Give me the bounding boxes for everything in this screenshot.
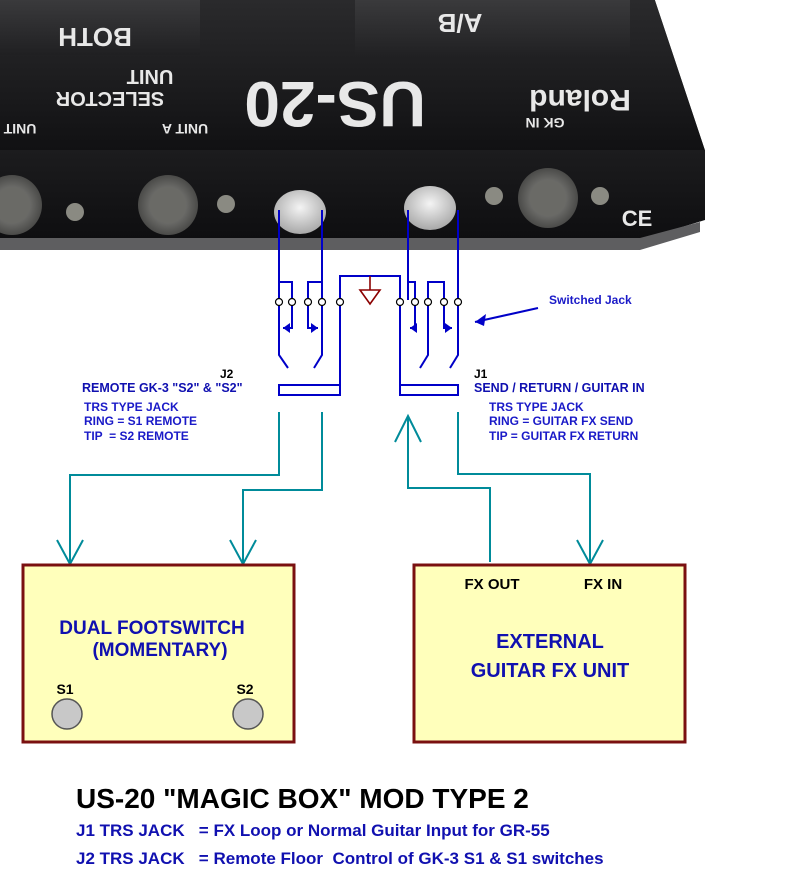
- caption-line1: J1 TRS JACK = FX Loop or Normal Guitar I…: [76, 821, 550, 840]
- s1-button: [51, 698, 83, 730]
- fx-out-to-j1-line: [407, 418, 491, 562]
- j2-id: J2: [220, 367, 234, 381]
- port-gk-in-label: GK IN: [526, 115, 565, 131]
- port-unit-a-label: UNIT A: [162, 121, 208, 137]
- s1-label: S1: [56, 681, 73, 697]
- j2-title: REMOTE GK-3 "S2" & "S2": [82, 381, 243, 395]
- fx-unit-subtitle: GUITAR FX UNIT: [471, 660, 630, 682]
- j1-line1: TRS TYPE JACK: [489, 400, 584, 414]
- din-connector-gk-in: [518, 168, 578, 228]
- din-connector-unit-b: [0, 175, 42, 235]
- fx-in-label: FX IN: [584, 576, 622, 593]
- screw-icon: [66, 203, 84, 221]
- solder-lugs: [274, 297, 463, 307]
- ce-mark: CE: [622, 206, 653, 231]
- j2-to-s2-line: [242, 412, 323, 562]
- ab-button: [355, 0, 630, 58]
- s2-button: [232, 698, 264, 730]
- j2-jack-body: [278, 384, 341, 396]
- caption-title: US-20 "MAGIC BOX" MOD TYPE 2: [76, 783, 529, 814]
- footswitch-subtitle: (MOMENTARY): [92, 640, 227, 661]
- contact-arrow-icon: [410, 323, 417, 333]
- switched-jack-label: Switched Jack: [549, 293, 632, 307]
- switched-jack-arrowhead: [475, 314, 486, 326]
- j2-line3: TIP = S2 REMOTE: [84, 429, 189, 443]
- model-label: US-20: [244, 68, 425, 140]
- j2-line1: TRS TYPE JACK: [84, 400, 179, 414]
- contact-arrow-icon: [311, 323, 318, 333]
- j1-title: SEND / RETURN / GUITAR IN: [474, 381, 645, 395]
- ground-icon: [358, 276, 382, 306]
- s2-label: S2: [236, 681, 253, 697]
- arrow-up-icon: [394, 413, 422, 443]
- j1-id: J1: [474, 367, 488, 381]
- footswitch-title: DUAL FOOTSWITCH: [59, 618, 244, 639]
- j1-drilled-hole: [404, 186, 456, 230]
- screw-icon: [591, 187, 609, 205]
- signal-lines: [69, 412, 591, 562]
- model-sub-unit: UNIT: [127, 65, 174, 87]
- j1-line3: TIP = GUITAR FX RETURN: [489, 429, 638, 443]
- fx-unit-box: [412, 563, 687, 744]
- j1-line2: RING = GUITAR FX SEND: [489, 414, 633, 428]
- us20-device: BOTH A/B US-20 Roland UNIT SELECTOR UNIT…: [0, 0, 801, 260]
- j2-drilled-hole: [274, 190, 326, 234]
- j1-jack-body: [399, 384, 459, 396]
- contact-arrow-icon: [283, 323, 290, 333]
- both-label: BOTH: [58, 22, 132, 52]
- brand-label: Roland: [529, 83, 631, 116]
- model-sub-selector: SELECTOR: [55, 87, 164, 109]
- ab-label: A/B: [438, 8, 483, 38]
- j2-to-s1-line: [69, 412, 280, 562]
- screw-icon: [217, 195, 235, 213]
- j2-line2: RING = S1 REMOTE: [84, 414, 197, 428]
- contact-arrow-icon: [445, 323, 452, 333]
- fx-out-label: FX OUT: [465, 576, 520, 593]
- din-connector-unit-a: [138, 175, 198, 235]
- screw-icon: [485, 187, 503, 205]
- j1-to-fx-in-line: [457, 412, 591, 562]
- caption-line2: J2 TRS JACK = Remote Floor Control of GK…: [76, 849, 604, 868]
- both-button: [0, 0, 200, 55]
- port-unit-b-label: UNIT: [3, 121, 36, 137]
- switched-jack-pointer: [474, 307, 539, 323]
- fx-unit-title: EXTERNAL: [496, 631, 604, 653]
